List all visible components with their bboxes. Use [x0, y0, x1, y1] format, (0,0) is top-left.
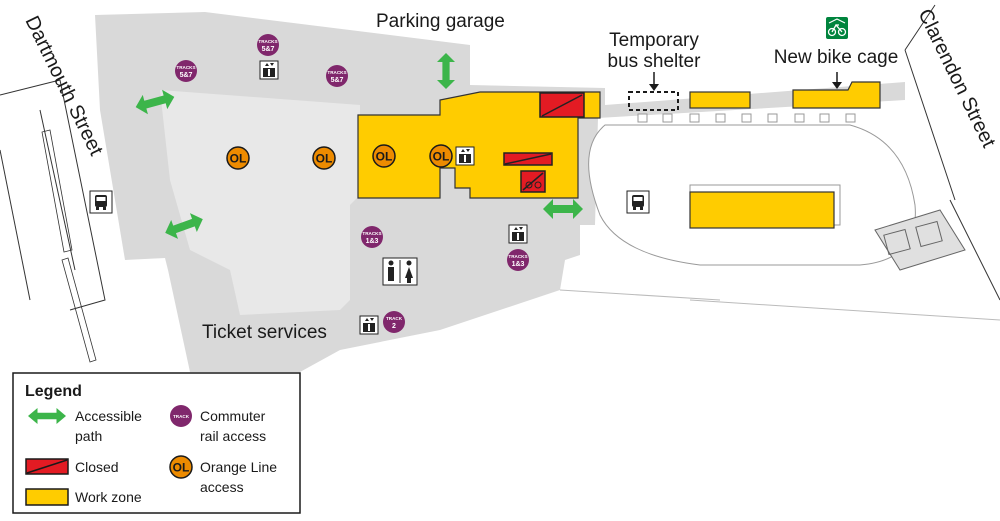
bike-cage-label: New bike cage — [774, 47, 899, 68]
svg-text:TRACKS: TRACKS — [508, 254, 527, 259]
legend-commuter-rail-icon: TRACK — [170, 405, 192, 427]
legend-closed-icon — [25, 458, 69, 475]
svg-text:TRACKS: TRACKS — [258, 39, 277, 44]
closed-areas — [503, 92, 585, 193]
shelter-posts — [637, 113, 856, 123]
bus-icon — [89, 190, 113, 214]
svg-text:OL: OL — [173, 461, 190, 475]
clarendon-building — [874, 209, 966, 271]
platform-area — [160, 90, 360, 315]
work-zone-bus-island — [689, 191, 835, 229]
legend-orange-line-label-1: Orange Line — [200, 459, 277, 475]
svg-text:TRACKS: TRACKS — [176, 65, 195, 70]
svg-text:OL: OL — [376, 150, 393, 164]
svg-text:OL: OL — [433, 150, 450, 164]
ticket-services-label: Ticket services — [202, 322, 327, 343]
elevator-icon — [359, 315, 379, 335]
bike-icon — [826, 17, 848, 39]
svg-text:5&7: 5&7 — [262, 46, 275, 53]
work-zone-bike — [792, 81, 881, 109]
elevator-icon — [455, 146, 475, 166]
clarendon-street-label: Clarendon Street — [914, 6, 1000, 152]
svg-text:OL: OL — [230, 152, 247, 166]
svg-text:OL: OL — [316, 152, 333, 166]
dartmouth-street — [0, 79, 106, 363]
commuter-rail-tracks-1-3: TRACKS 1&3 — [507, 249, 529, 271]
temporary-shelter-label-2: bus shelter — [608, 51, 702, 72]
temporary-shelter-label-1: Temporary — [609, 30, 699, 51]
svg-text:1&3: 1&3 — [366, 238, 379, 245]
svg-text:TRACK: TRACK — [386, 316, 403, 321]
restroom-icon — [382, 257, 418, 286]
legend-accessible-label-1: Accessible — [75, 408, 142, 424]
commuter-rail-tracks-5-7: TRACKS 5&7 — [257, 34, 279, 56]
orange-line-marker: OL — [372, 144, 396, 168]
svg-text:5&7: 5&7 — [180, 72, 193, 79]
legend-work-zone-icon — [25, 488, 69, 506]
legend-accessible-label-2: path — [75, 428, 102, 444]
orange-line-marker: OL — [226, 146, 250, 170]
legend-title: Legend — [25, 383, 82, 400]
svg-text:TRACKS: TRACKS — [362, 231, 381, 236]
svg-text:TRACK: TRACK — [173, 414, 190, 419]
elevator-icon — [508, 224, 528, 244]
commuter-rail-track-2: TRACK 2 — [383, 311, 405, 333]
bus-icon — [626, 190, 650, 214]
elevator-icon — [259, 60, 279, 80]
legend: Legend Accessible path Closed Work zone … — [12, 372, 301, 514]
clarendon-street — [904, 4, 1000, 301]
pointer-arrows — [649, 72, 842, 91]
commuter-rail-tracks-5-7: TRACKS 5&7 — [326, 65, 348, 87]
legend-closed-label: Closed — [75, 459, 119, 475]
legend-commuter-label-2: rail access — [200, 428, 266, 444]
svg-text:TRACKS: TRACKS — [327, 70, 346, 75]
closed-area-north — [539, 92, 585, 118]
dartmouth-street-label: Dartmouth Street — [21, 13, 108, 160]
legend-work-zone-label: Work zone — [75, 489, 142, 505]
commuter-rail-tracks-1-3: TRACKS 1&3 — [361, 226, 383, 248]
legend-orange-line-label-2: access — [200, 479, 244, 495]
svg-text:1&3: 1&3 — [512, 261, 525, 268]
legend-orange-line-icon: OL — [169, 455, 193, 479]
closed-area-middle — [503, 152, 553, 166]
parking-garage-label: Parking garage — [376, 11, 505, 32]
legend-commuter-label-1: Commuter — [200, 408, 266, 424]
temporary-bus-shelter — [628, 91, 679, 111]
svg-text:5&7: 5&7 — [331, 77, 344, 84]
svg-text:2: 2 — [392, 323, 396, 330]
work-zone-shelter-1 — [689, 91, 751, 109]
orange-line-markers: OL OL OL OL — [226, 144, 453, 170]
commuter-rail-tracks-5-7: TRACKS 5&7 — [175, 60, 197, 82]
orange-line-marker: OL — [312, 146, 336, 170]
orange-line-marker: OL — [429, 144, 453, 168]
closed-area-bike — [520, 170, 546, 193]
